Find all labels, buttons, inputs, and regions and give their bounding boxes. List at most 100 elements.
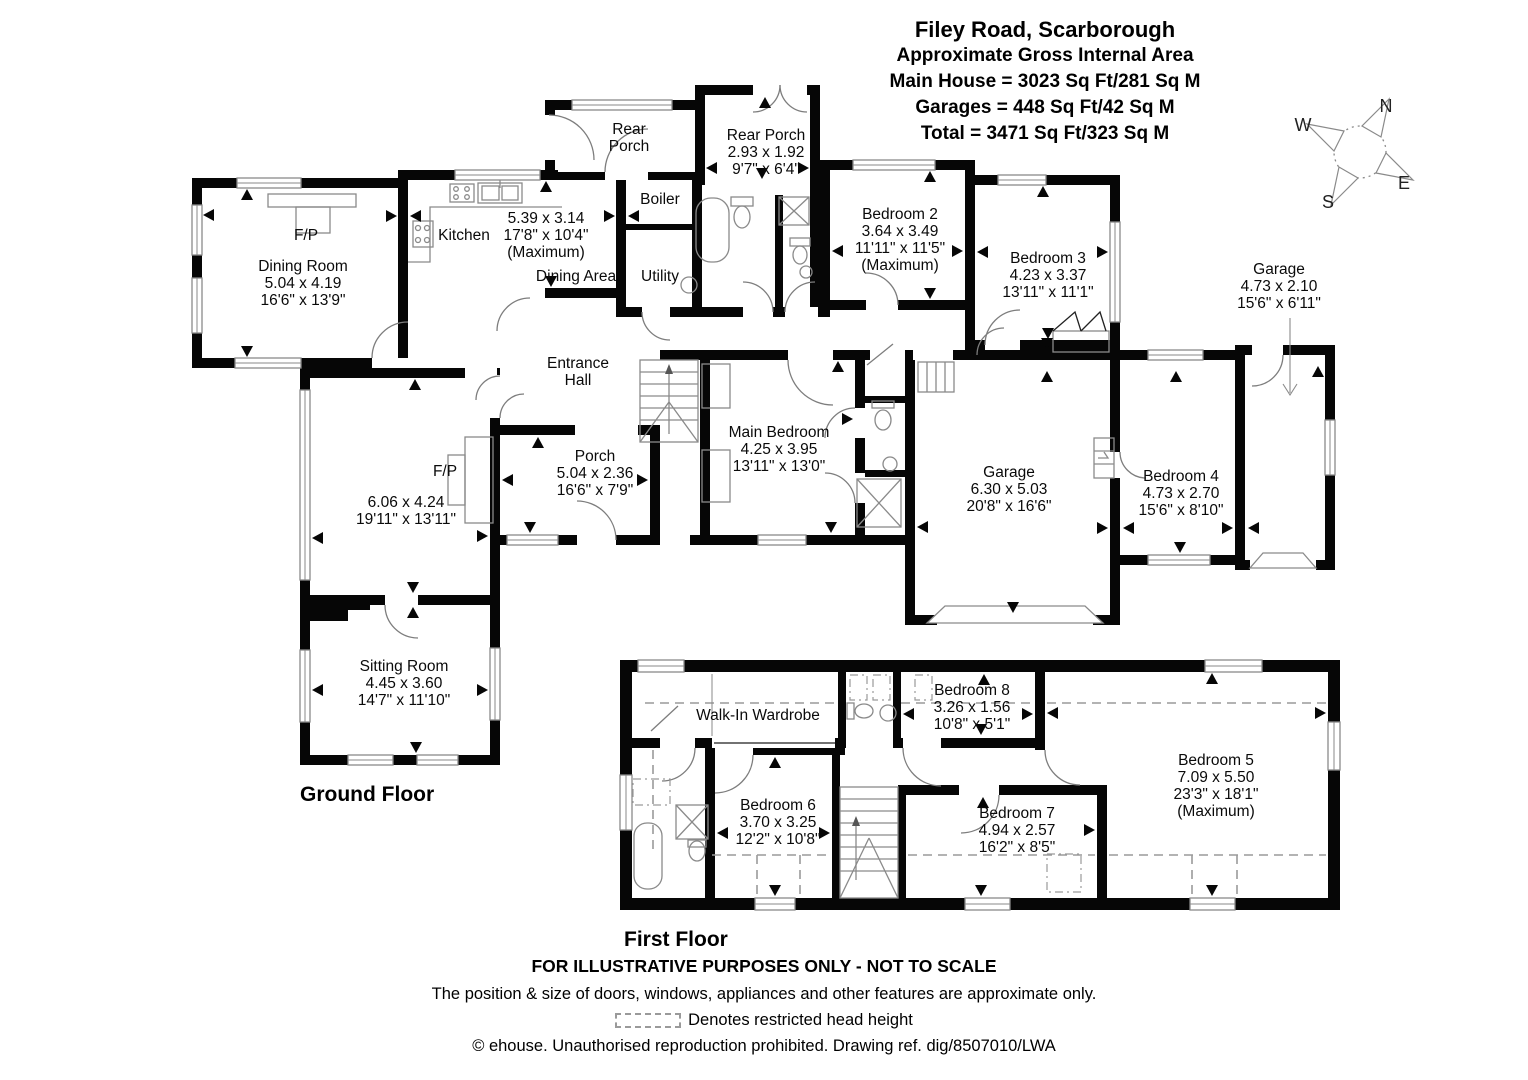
compass-north-label: N [1380,96,1393,116]
door-arc [1251,354,1284,387]
built-in-cupboard [701,363,731,409]
basin-icon [799,265,813,279]
compass-south-label: S [1322,192,1334,212]
not-to-scale-note: FOR ILLUSTRATIVE PURPOSES ONLY - NOT TO … [531,956,997,976]
ensuite-shower-icon [856,478,902,528]
room-label-line: (Maximum) [861,257,939,274]
room-label-line: 19'11" x 13'11" [356,511,456,528]
legend-text: Denotes restricted head height [688,1011,913,1029]
basin-icon [680,276,698,294]
toilet-icon [789,237,811,265]
garages-area: Garages = 448 Sq Ft/42 Sq M [915,97,1175,118]
bathtub-icon [695,197,730,263]
door-arc [384,604,419,639]
bathtub-icon [633,822,663,890]
staircase-first-icon [839,786,899,899]
room-label-line: Boiler [640,191,680,208]
room-label-line: 14'7" x 11'10" [357,692,451,709]
built-in-cupboard [701,449,731,503]
room-label-line: 16'6" x 7'9" [556,482,634,499]
room-label-line: Utility [641,268,679,285]
room-label-line: 4.25 x 3.95 [740,441,818,458]
compass-rose: N W E S [1295,96,1415,212]
room-label-line: 4.73 x 2.70 [1142,485,1220,502]
room-label-line: Bedroom 3 [1010,250,1086,267]
door-arc [1119,451,1147,479]
room-label-line: Bedroom 4 [1143,468,1219,485]
compass-south-pointer [1329,166,1359,207]
door-arc [661,747,696,782]
garage-entry-arrow [1282,318,1298,397]
windows [191,99,1341,911]
room-label-line: Walk-In Wardrobe [696,707,820,724]
cupboard-door-line [866,343,894,366]
room-label-line: 12'2" x 10'8" [735,831,821,848]
measurement-arrows [203,97,1326,896]
room-label-line: 5.04 x 4.19 [264,275,342,292]
toilet-icon [687,839,707,862]
door-arc [499,393,525,419]
room-label-line: Dining Room [258,258,348,275]
room-label-line: 13'11" x 11'1" [1002,284,1094,301]
room-label-line: Entrance [546,355,610,372]
wardrobe-door-line [650,705,679,732]
door-arc [496,297,531,332]
room-label-line: Rear [612,121,646,138]
kitchen-counter-icon [408,206,562,263]
room-label-line: (Maximum) [1177,803,1255,820]
door-arc [902,747,942,787]
shower-icon [778,196,810,226]
room-label-dining-area: Dining Area [536,268,616,285]
restricted-head-height-lines [645,702,1326,896]
ensuite-toilet-icon [871,400,895,431]
room-label-line: 16'2" x 8'5" [978,839,1056,856]
compass-east-pointer [1375,151,1415,181]
wardrobe-icon [1052,310,1110,353]
eaves-storage-boxes [632,674,1082,893]
toilet-icon [730,196,754,229]
room-label-line: F/P [293,227,319,244]
room-label-line: Bedroom 2 [862,206,938,223]
door-arc [548,114,595,161]
copyright-note: © ehouse. Unauthorised reproduction proh… [472,1037,1056,1055]
door-arc [984,309,1021,346]
room-label-line: Porch [574,448,616,465]
room-label-line: Dining Area [535,268,617,285]
door-swings [371,84,1284,834]
room-label-line: 16'6" x 13'9" [260,292,346,309]
room-label-line: Bedroom 6 [740,797,816,814]
room-label-line: 6.30 x 5.03 [970,481,1048,498]
door-arc [714,754,754,794]
approximate-note: The position & size of doors, windows, a… [431,985,1097,1003]
ground-floor-label: Ground Floor [300,783,435,806]
room-label-line: 2.93 x 1.92 [727,144,805,161]
shower-icon [675,804,709,840]
door-arc [641,311,671,341]
room-label-boiler: Boiler [640,191,680,208]
compass-west-pointer [1305,123,1345,153]
door-arc [824,407,856,439]
room-label-line: 3.26 x 1.56 [933,699,1011,716]
ensuite-basin-icon [882,456,898,472]
room-label-line: 7.09 x 5.50 [1177,769,1255,786]
area-subtitle: Approximate Gross Internal Area [896,45,1194,66]
room-label-line: 4.45 x 3.60 [365,675,443,692]
room-label-line: 9'7" x 6'4" [732,161,800,178]
room-label-line: Bedroom 5 [1178,752,1254,769]
door-arc [1044,749,1081,786]
door-arc [371,321,409,359]
main-house-area: Main House = 3023 Sq Ft/281 Sq M [889,71,1201,92]
